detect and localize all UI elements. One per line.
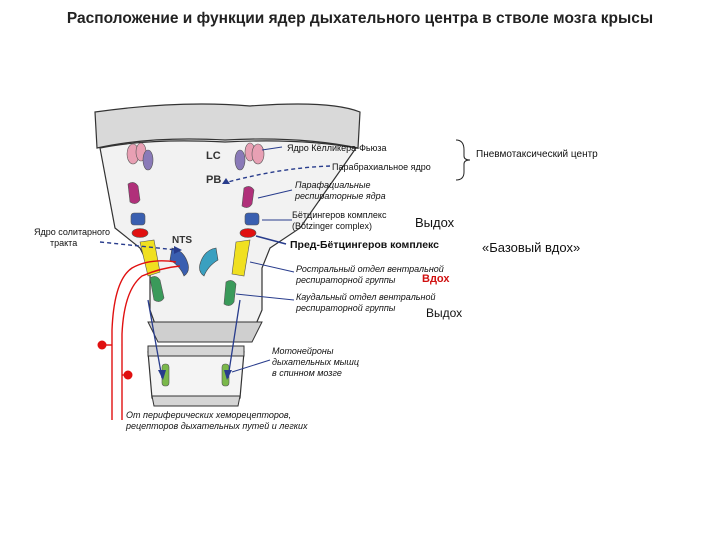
- rostral-label-1: Ростральный отдел вентральной: [296, 264, 444, 274]
- nts-right: [199, 247, 219, 277]
- pointer-lc: [261, 146, 283, 151]
- tract-left: [147, 299, 163, 379]
- afferent-fiber-outer: [111, 260, 177, 420]
- spinal-cord-top-band: [147, 345, 245, 357]
- peripheral-label-2: рецепторов дыхательных путей и легких: [126, 421, 308, 431]
- pointer-rostral: [249, 261, 295, 273]
- solitary-label-1: Ядро солитарного: [34, 227, 111, 237]
- afferent-ganglion-2: [123, 370, 133, 380]
- botzinger-right: [244, 212, 260, 226]
- botzinger-label-2: (Bötzinger complex): [292, 221, 373, 231]
- nts-label: NTS: [172, 235, 192, 246]
- pointer-pre-botzinger: [255, 235, 287, 245]
- rostral-label-2: респираторной группы: [296, 275, 396, 285]
- parafacial-label-2: респираторные ядра: [295, 191, 386, 201]
- tract-right-arrow: [224, 370, 232, 380]
- pointer-parafacial: [257, 189, 293, 199]
- pneumotaxic-label: Пневмотаксический центр: [476, 149, 598, 160]
- lc-label: LC: [206, 150, 221, 162]
- pb-label: PB: [206, 174, 222, 186]
- motor-label-3: в спинном мозге: [272, 368, 342, 378]
- nts-left: [169, 247, 189, 277]
- afferent-fiber-inner: [121, 265, 181, 420]
- pre-botzinger-label: Пред-Бётцингеров комплекс: [290, 239, 439, 251]
- motor-label-2: дыхательных мышц: [272, 357, 359, 367]
- lc-pink-nucleus-right-2: [251, 143, 265, 165]
- peripheral-label-1: От периферических хеморецепторов,: [126, 410, 292, 420]
- caudal-label-1: Каудальный отдел вентральной: [296, 292, 436, 302]
- caudal-vrg-right: [223, 280, 237, 306]
- pre-botzinger-left: [131, 228, 149, 238]
- inhale-label: Вдох: [422, 273, 450, 285]
- parafacial-right: [241, 186, 255, 208]
- parabrachial-label: Парабрахиальное ядро: [332, 162, 431, 172]
- exhale-label-2: Выдох: [426, 306, 463, 320]
- botzinger-label-1: Бётцингеров комплекс: [292, 210, 387, 220]
- pointer-caudal: [235, 293, 295, 301]
- parafacial-left: [127, 182, 141, 204]
- basic-inhale-label: «Базовый вдох»: [482, 240, 581, 255]
- page-title: Расположение и функции ядер дыхательного…: [66, 10, 654, 27]
- caudal-label-2: респираторной группы: [296, 303, 396, 313]
- pneumotaxic-bracket: [455, 139, 471, 181]
- kolliker-label: Ядро Кёлликера-Фьюза: [287, 143, 387, 153]
- afferent-ganglion-1: [97, 340, 107, 350]
- rostral-vrg-left: [139, 239, 161, 277]
- pb-purple-nucleus-left: [142, 149, 154, 171]
- exhale-label-1: Выдох: [415, 215, 455, 230]
- rostral-vrg-right: [231, 239, 251, 277]
- botzinger-left: [130, 212, 146, 226]
- pre-botzinger-right: [239, 228, 257, 238]
- solitary-label-2: тракта: [50, 238, 78, 248]
- motor-label-1: Мотонейроны: [272, 346, 334, 356]
- pointer-pb: [227, 165, 331, 183]
- pointer-solitary: [99, 241, 177, 251]
- pb-purple-nucleus-right: [234, 149, 246, 171]
- spinal-cord-bottom-band: [151, 395, 241, 407]
- tract-left-arrow: [158, 370, 166, 380]
- brainstem-top: [94, 103, 361, 149]
- parafacial-label-1: Парафациальные: [295, 180, 371, 190]
- tract-right: [227, 299, 241, 379]
- caudal-vrg-left: [149, 276, 165, 302]
